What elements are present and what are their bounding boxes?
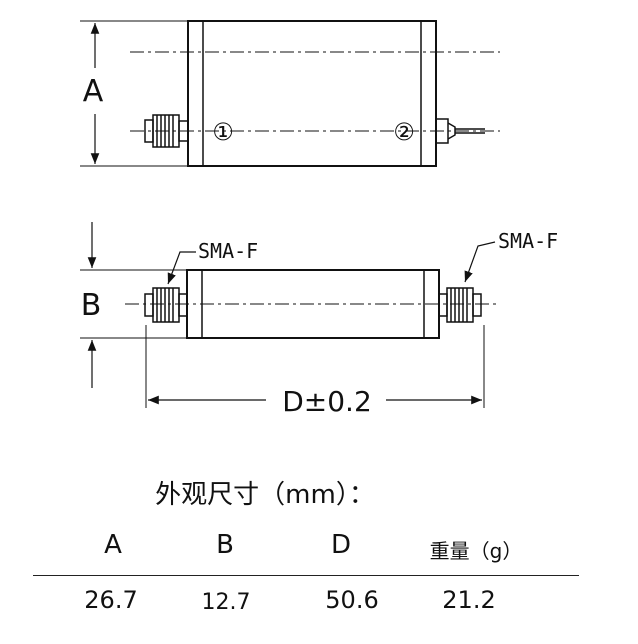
dim-d-label: D±0.2 (282, 385, 372, 418)
column-header-b: B (216, 530, 234, 560)
port-2-label: ② (393, 118, 415, 146)
table-divider (33, 575, 579, 576)
column-header-d: D (330, 530, 352, 560)
side-left-connector (144, 287, 188, 323)
top-right-pin (435, 118, 485, 144)
value-d: 50.6 (325, 586, 379, 614)
top-view-body (187, 20, 437, 167)
side-right-connector (438, 287, 482, 323)
top-view (80, 20, 500, 167)
dimensions-heading: 外观尺寸（mm）： (155, 480, 375, 510)
connector-right-label: SMA-F (498, 229, 558, 253)
column-header-a: A (104, 530, 122, 560)
mechanical-outline-drawing: A ① ② (80, 20, 558, 418)
dim-a-label: A (83, 74, 104, 109)
port-1-label: ① (212, 118, 234, 146)
dim-b-label: B (81, 288, 102, 323)
value-a: 26.7 (84, 586, 138, 614)
connector-left-label: SMA-F (198, 239, 258, 263)
side-view (80, 222, 498, 408)
right-connector-leader (464, 241, 496, 283)
left-connector-leader (167, 251, 196, 285)
top-left-connector (144, 114, 189, 148)
value-b: 12.7 (201, 590, 251, 615)
column-header-weight: 重量（g） (429, 539, 523, 563)
value-weight: 21.2 (442, 586, 496, 614)
